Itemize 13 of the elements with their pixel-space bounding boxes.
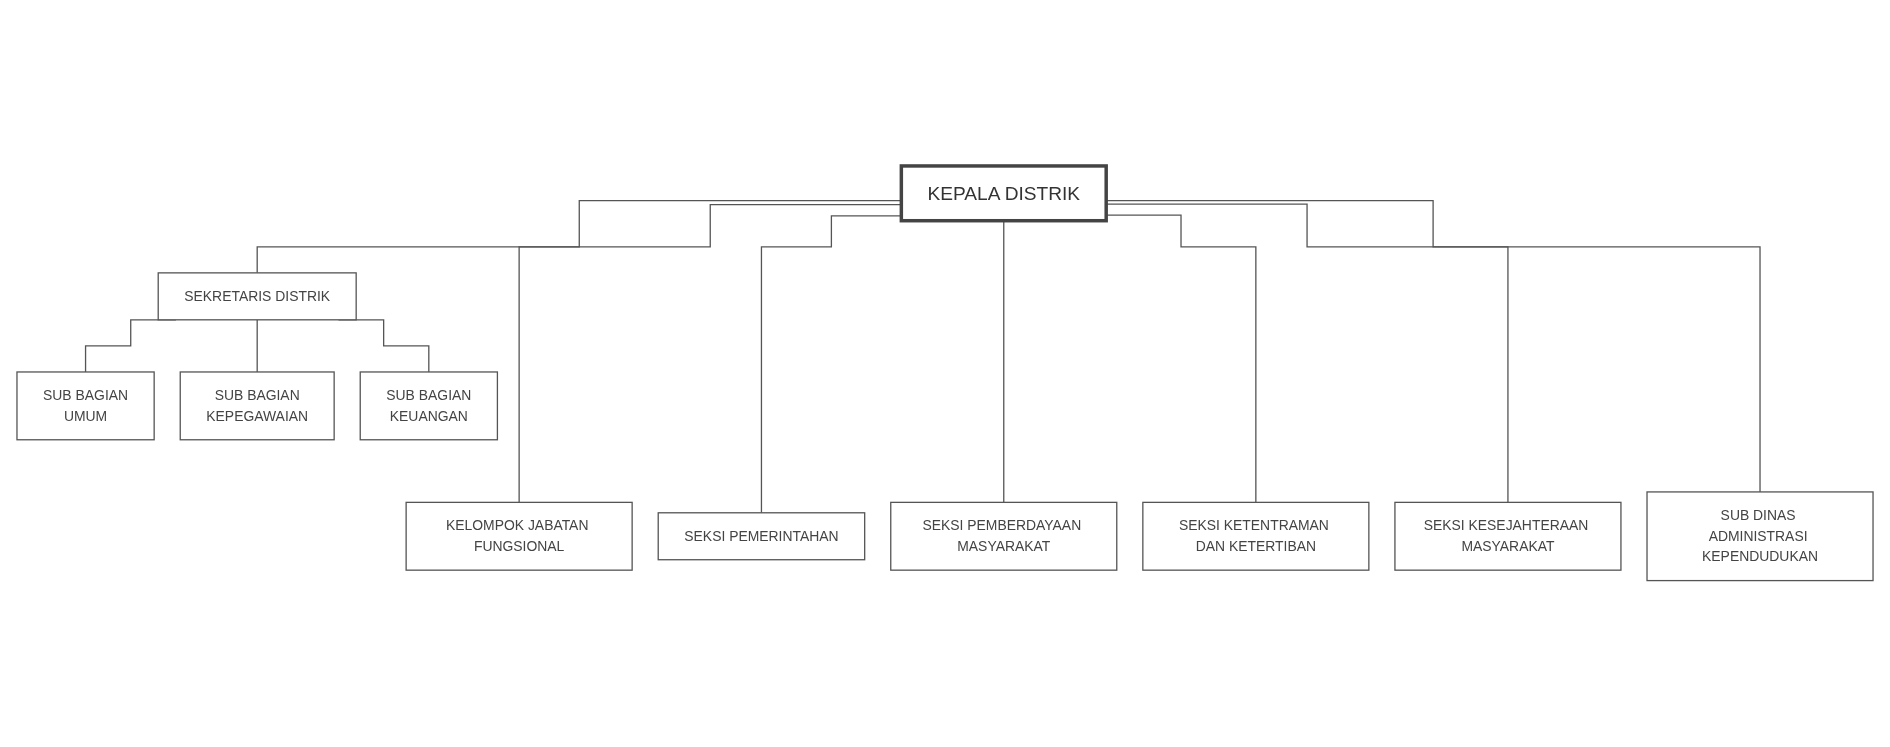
node-box: SEKRETARIS DISTRIK bbox=[157, 272, 357, 321]
node-box: SUB BAGIAN KEUANGAN bbox=[359, 371, 499, 441]
node-box: KEPALA DISTRIK bbox=[899, 164, 1108, 223]
node-box: KELOMPOK JABATAN FUNGSIONAL bbox=[405, 501, 633, 572]
connector bbox=[1003, 220, 1005, 504]
node-box: SEKSI PEMBERDAYAAN MASYARAKAT bbox=[890, 501, 1118, 572]
node-box: SUB BAGIAN UMUM bbox=[16, 371, 155, 441]
connector bbox=[256, 319, 258, 373]
node-box: SEKSI PEMERINTAHAN bbox=[657, 512, 866, 561]
node-box: SUB DINAS ADMINISTRASI KEPENDUDUKAN bbox=[1646, 491, 1874, 582]
node-box: SEKSI KESEJAHTERAAN MASYARAKAT bbox=[1394, 501, 1622, 572]
node-box: SEKSI KETENTRAMAN DAN KETERTIBAN bbox=[1142, 501, 1370, 572]
node-box: SUB BAGIAN KEPEGAWAIAN bbox=[179, 371, 335, 441]
